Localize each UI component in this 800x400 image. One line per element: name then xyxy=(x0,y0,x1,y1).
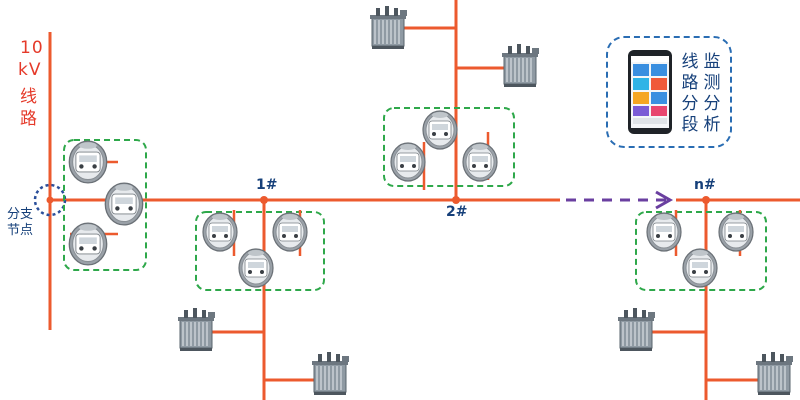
panel-col1-char-2: 路 xyxy=(681,73,699,93)
sensor-icon xyxy=(68,140,108,184)
panel-col1-char-3: 分 xyxy=(681,94,699,114)
transformer-icon xyxy=(369,6,408,50)
sensor-icon xyxy=(272,212,308,252)
transformer-icon xyxy=(177,307,216,352)
node-label-1: 1# xyxy=(256,177,278,193)
sensor-icon xyxy=(104,182,144,226)
panel-col1-char-1: 线 xyxy=(681,52,699,72)
sensor-icon xyxy=(68,222,108,266)
title-line-char-2: 路 xyxy=(20,109,38,129)
transformer-icon xyxy=(501,44,540,88)
sensor-group-node1 xyxy=(195,211,325,291)
branch-node-label-line2: 节点 xyxy=(6,223,33,238)
sensor-icon xyxy=(422,110,458,150)
noden-dot xyxy=(702,196,710,204)
panel-col2-char-2: 测 xyxy=(703,73,721,93)
branch-node-label-line1: 分支 xyxy=(6,207,33,222)
title-line-char-1: 线 xyxy=(20,87,38,107)
node1-dot xyxy=(260,196,268,204)
sensor-group-noden xyxy=(635,211,767,291)
smartphone-app-icon xyxy=(628,50,672,134)
branch-node-dot xyxy=(46,196,54,204)
sensor-icon xyxy=(462,142,498,182)
panel-col2-char-4: 析 xyxy=(703,115,721,135)
node2-dot xyxy=(452,196,460,204)
sensor-icon xyxy=(646,212,682,252)
panel-col1-char-4: 段 xyxy=(681,115,699,135)
transformer-icon xyxy=(617,307,656,352)
transformer-icon xyxy=(755,351,794,396)
node-label-2: 2# xyxy=(446,204,468,220)
sensor-group-branch xyxy=(63,139,147,271)
sensor-icon xyxy=(238,248,274,288)
panel-col2-char-1: 监 xyxy=(703,52,721,72)
app-info-panel xyxy=(606,36,732,148)
panel-col2-char-3: 分 xyxy=(703,94,721,114)
sensor-icon xyxy=(718,212,754,252)
sensor-icon xyxy=(202,212,238,252)
node-label-n: n# xyxy=(694,177,716,193)
title-voltage-unit: kV xyxy=(18,60,42,80)
title-voltage-number: 10 xyxy=(20,38,44,58)
sensor-icon xyxy=(682,248,718,288)
sensor-group-node2 xyxy=(383,107,515,187)
sensor-icon xyxy=(390,142,426,182)
transformer-icon xyxy=(311,351,350,396)
continuation-arrowhead xyxy=(655,190,674,210)
